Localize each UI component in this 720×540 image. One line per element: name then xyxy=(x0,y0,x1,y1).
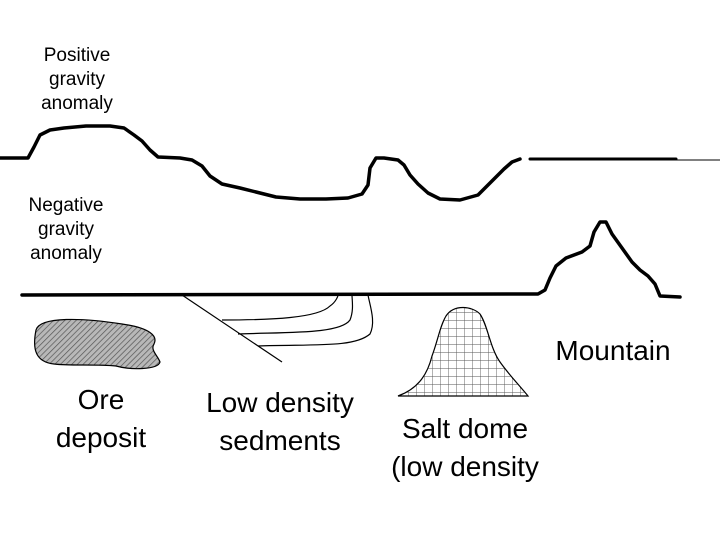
ground-surface xyxy=(20,220,682,299)
positive-gravity-anomaly-label: Positive gravity anomaly xyxy=(41,45,113,115)
low-density-sediments-label: Low density sedments xyxy=(206,387,354,456)
mountain-label: Mountain xyxy=(555,335,671,366)
basin-fault-line xyxy=(181,294,283,363)
negative-gravity-anomaly-label: Negative gravity anomaly xyxy=(28,195,104,265)
ore-deposit-label: Ore deposit xyxy=(55,384,147,453)
ore-deposit-body xyxy=(33,318,161,370)
gravity-profile-line xyxy=(0,124,522,202)
sediment-layer-2 xyxy=(237,294,354,335)
salt-dome-body xyxy=(397,306,530,397)
salt-dome-label: Salt dome (low density xyxy=(391,413,539,482)
sediment-layer-3 xyxy=(257,294,374,347)
sediment-layer-1 xyxy=(221,294,339,321)
